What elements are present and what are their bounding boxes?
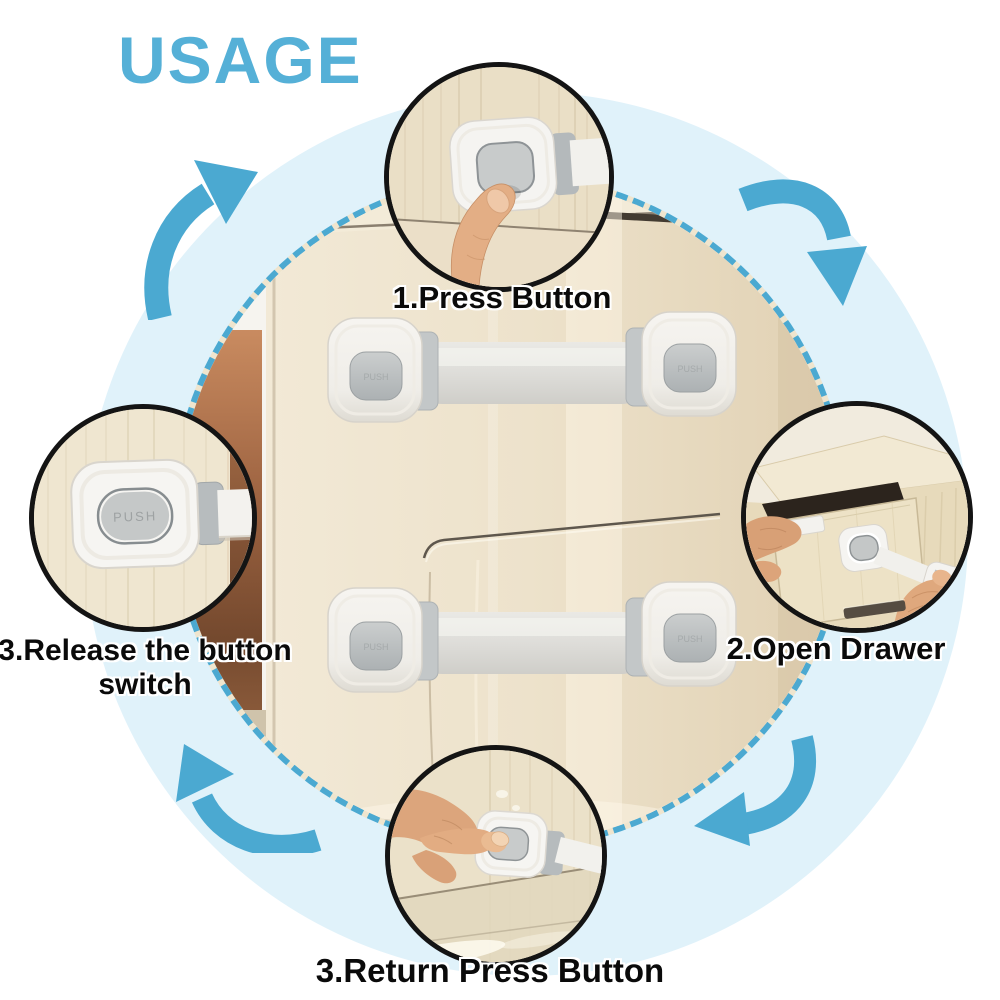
step2-label: 2.Open Drawer bbox=[726, 631, 946, 666]
cabinet-lower-panel bbox=[390, 866, 602, 962]
lock-strap bbox=[554, 837, 602, 876]
push-button-label: PUSH bbox=[113, 508, 158, 525]
drawer-handle bbox=[843, 599, 906, 619]
inset-return-press-photo bbox=[385, 745, 607, 967]
inset-press-button-photo bbox=[384, 62, 614, 292]
clockwise-arrow-top-left-icon bbox=[144, 160, 258, 320]
clockwise-arrow-bottom-left-icon bbox=[176, 744, 322, 853]
open-drawer-gap bbox=[762, 482, 904, 526]
drawer-seam bbox=[422, 512, 721, 559]
hand bbox=[390, 789, 510, 884]
inset-open-drawer-photo bbox=[741, 401, 973, 633]
clockwise-arrow-top-right-icon bbox=[738, 179, 867, 306]
step1-label: 1.Press Button bbox=[392, 280, 612, 315]
finger bbox=[450, 183, 516, 287]
lock-strap bbox=[873, 546, 940, 588]
step3-release-label: 3.Release the button switch bbox=[0, 634, 292, 701]
page-title: USAGE bbox=[118, 23, 363, 97]
lock-closeup bbox=[449, 116, 609, 214]
lock-closeup: PUSH bbox=[70, 458, 252, 570]
clockwise-arrow-bottom-right-icon bbox=[694, 735, 817, 846]
step3-return-label: 3.Return Press Button bbox=[315, 952, 665, 989]
inset-push-lock-photo: PUSH bbox=[29, 404, 257, 632]
